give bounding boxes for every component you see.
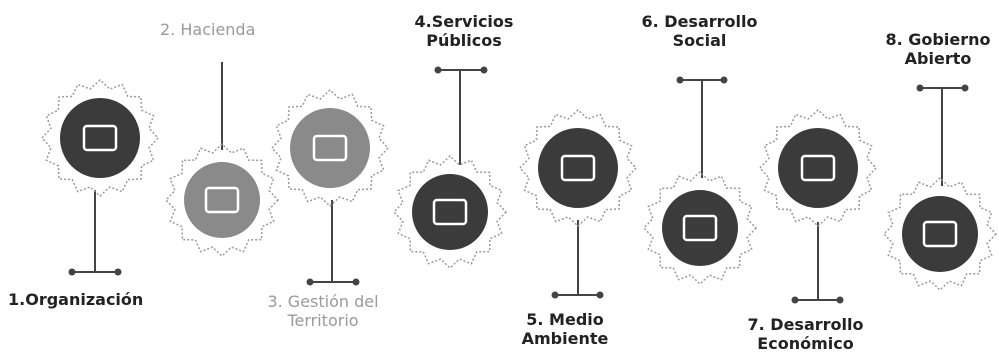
gear-core: [184, 162, 260, 238]
gear-core: [538, 128, 618, 208]
gear-core: [290, 108, 370, 188]
gear-teeth: [518, 108, 638, 228]
connector-dot: [114, 268, 122, 276]
connector-dot: [306, 278, 314, 286]
connector-dot: [68, 268, 76, 276]
public-services-icon: [432, 198, 468, 226]
gear-teeth: [882, 176, 998, 292]
gear-teeth: [164, 142, 280, 258]
step-label-gestion-territorio: 3. Gestión del Territorio: [267, 292, 379, 330]
gear-teeth: [40, 78, 160, 198]
gear-step-1: [40, 78, 160, 198]
gear-teeth: [270, 88, 390, 208]
connector-dot: [916, 84, 924, 92]
step-label-desarrollo-economico: 7. Desarrollo Económico: [747, 315, 864, 353]
gear-core: [60, 98, 140, 178]
step-label-organizacion: 1.Organización: [8, 290, 144, 309]
step-label-desarrollo-social: 6. Desarrollo Social: [641, 12, 758, 50]
gear-step-7: [758, 108, 878, 228]
gear-step-5: [518, 108, 638, 228]
gear-step-8: [882, 176, 998, 292]
step-label-medio-ambiente: 5. Medio Ambiente: [521, 310, 609, 348]
gear-teeth: [392, 154, 508, 270]
gear-step-3: [270, 88, 390, 208]
gear-teeth: [758, 108, 878, 228]
social-icon: [682, 214, 718, 242]
finance-icon: [204, 186, 240, 214]
economic-chart-icon: [800, 154, 836, 182]
connector-dot: [676, 76, 684, 84]
connector-dot: [352, 278, 360, 286]
territory-icon: [312, 134, 348, 162]
connector-dot: [720, 76, 728, 84]
gear-core: [662, 190, 738, 266]
connector-dot: [961, 84, 969, 92]
gear-core: [412, 174, 488, 250]
step-label-hacienda: 2. Hacienda: [160, 20, 256, 39]
connector-dot: [480, 66, 488, 74]
gear-step-2: [164, 142, 280, 258]
gear-core: [902, 196, 978, 272]
gear-core: [778, 128, 858, 208]
connector-dot: [551, 291, 559, 299]
connector-dot: [596, 291, 604, 299]
gear-step-4: [392, 154, 508, 270]
connector-dot: [791, 296, 799, 304]
connector-dot: [836, 296, 844, 304]
environment-icon: [560, 154, 596, 182]
connector-dot: [434, 66, 442, 74]
step-label-servicios-publicos: 4.Servicios Públicos: [414, 12, 514, 50]
gear-step-6: [642, 170, 758, 286]
gear-teeth: [642, 170, 758, 286]
open-government-icon: [922, 220, 958, 248]
step-label-gobierno-abierto: 8. Gobierno Abierto: [885, 30, 991, 68]
organization-icon: [82, 124, 118, 152]
